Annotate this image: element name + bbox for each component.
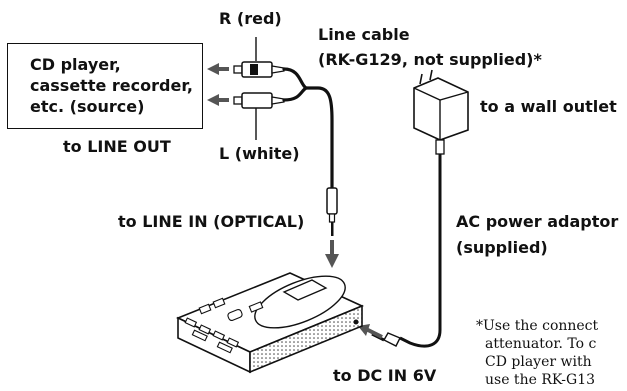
- source-line-2: cassette recorder,: [30, 76, 193, 95]
- line-cable: [282, 67, 334, 190]
- label-line-cable-model: (RK-G129, not supplied)*: [318, 50, 542, 69]
- label-ac-adaptor: AC power adaptor: [456, 212, 619, 231]
- arrow-to-source-bottom: [207, 94, 229, 106]
- source-device-box: CD player, cassette recorder, etc. (sour…: [7, 43, 203, 129]
- label-r-red: R (red): [219, 9, 282, 28]
- source-line-1: CD player,: [30, 55, 121, 74]
- footnote-line-2: attenuator. To c: [485, 336, 597, 352]
- label-ac-supplied: (supplied): [456, 238, 548, 257]
- md-recorder: [176, 272, 365, 374]
- label-to-dc-in: to DC IN 6V: [333, 366, 437, 385]
- label-wall-outlet: to a wall outlet: [480, 97, 617, 116]
- mini-plug: [326, 187, 338, 236]
- arrow-to-source-top: [207, 63, 229, 75]
- adaptor-cord: [399, 154, 442, 348]
- footnote-line-3: CD player with: [485, 354, 592, 370]
- rca-plug-white: [233, 92, 285, 109]
- footnote-line-1: *Use the connect: [476, 318, 599, 334]
- footnote-line-4: use the RK-G13: [485, 372, 596, 388]
- ac-adaptor: [413, 69, 469, 155]
- label-line-cable: Line cable: [318, 25, 410, 44]
- label-l-white: L (white): [219, 144, 300, 163]
- rca-plug-red: [233, 61, 285, 78]
- label-to-line-in: to LINE IN (OPTICAL): [118, 212, 305, 231]
- source-line-3: etc. (source): [30, 97, 145, 116]
- label-to-line-out: to LINE OUT: [63, 137, 171, 156]
- arrow-to-line-in: [325, 240, 339, 268]
